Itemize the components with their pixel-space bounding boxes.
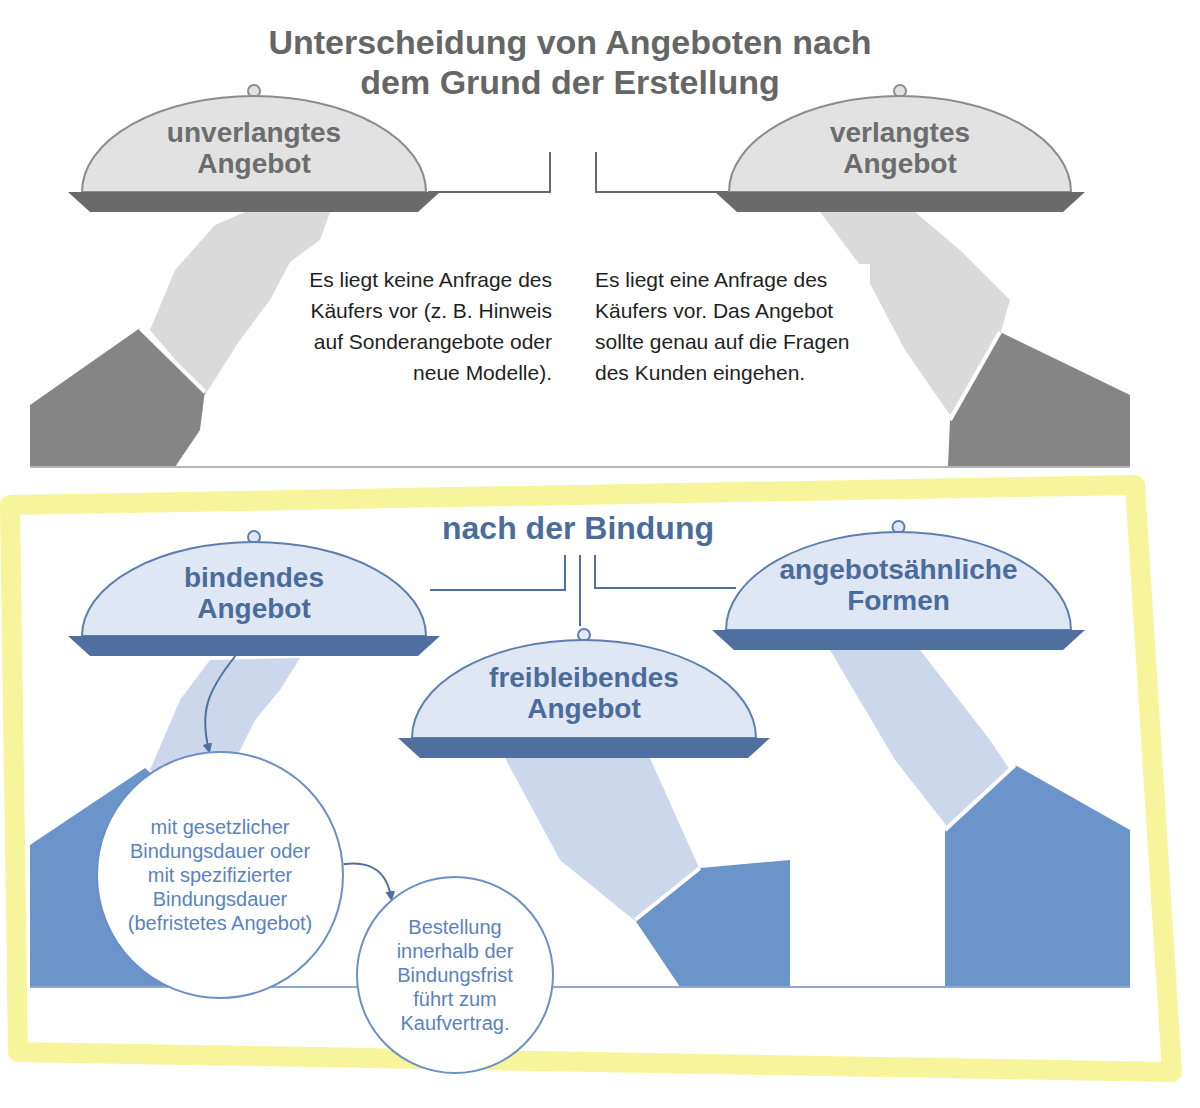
bracket-line [596, 152, 730, 192]
cuff [140, 328, 205, 392]
cloche-plate [712, 630, 1085, 650]
node-text: angebotsähnliche Formen [751, 555, 1046, 617]
text-area: Bestellung innerhalb der Bindungsfrist f… [355, 875, 555, 1075]
node-text: freibleibendes Angebot [459, 663, 709, 725]
cloche-dome [726, 532, 1071, 630]
node-text: verlangtes Angebot [775, 118, 1025, 180]
node-text: bindendes Angebot [129, 563, 379, 625]
cloche-node: unverlangtes Angebot [68, 82, 440, 214]
description-text: Es liegt eine Anfrage des Käufers vor. D… [595, 264, 870, 388]
node-text: mit gesetzlicher Bindungsdauer oder mit … [128, 815, 313, 935]
highlight-frame [10, 485, 1172, 1072]
bracket-line [579, 555, 581, 626]
circle-node: mit gesetzlicher Bindungsdauer oder mit … [95, 750, 345, 1000]
sleeve [635, 860, 790, 987]
bracket-line [430, 555, 565, 590]
circle-outline [97, 752, 343, 998]
cuff [950, 332, 1000, 420]
bracket-line [595, 555, 736, 588]
cloche-node: bindendes Angebot [68, 528, 440, 658]
sleeve [945, 765, 1130, 987]
circle-node: Bestellung innerhalb der Bindungsfrist f… [355, 875, 555, 1075]
cloche-dome [412, 640, 756, 738]
cloche-node: angebotsähnliche Formen [712, 518, 1085, 652]
cloche-node: verlangtes Angebot [715, 82, 1085, 214]
circle-outline [357, 877, 553, 1073]
title: Unterscheidung von Angeboten nach dem Gr… [230, 22, 910, 102]
text-area: angebotsähnliche Formen [712, 542, 1085, 630]
base-line [30, 466, 1130, 468]
cuff [945, 765, 1015, 830]
cloche-dome [82, 96, 426, 192]
cloche-plate [68, 636, 440, 656]
cloche-dome [82, 542, 426, 636]
text-area: freibleibendes Angebot [398, 650, 770, 738]
description-text: Es liegt keine Anfrage des Käufers vor (… [292, 264, 552, 388]
cloche-plate [68, 192, 440, 212]
text-area: unverlangtes Angebot [68, 106, 440, 192]
cloche-plate [715, 192, 1085, 212]
cloche-plate [398, 738, 770, 758]
text-area: verlangtes Angebot [715, 106, 1085, 192]
bracket-line [428, 152, 550, 192]
text-area: bindendes Angebot [68, 552, 440, 636]
sleeve [948, 332, 1130, 467]
cloche-node: freibleibendes Angebot [398, 626, 770, 760]
arrow-connector [205, 656, 235, 751]
sleeve [30, 328, 205, 467]
arrow-connector [344, 863, 392, 899]
section-heading: nach der Bindung [378, 508, 778, 548]
node-text: unverlangtes Angebot [129, 118, 379, 180]
cloche-dome [729, 96, 1071, 192]
node-text: Bestellung innerhalb der Bindungsfrist f… [380, 915, 530, 1035]
text-area: mit gesetzlicher Bindungsdauer oder mit … [95, 750, 345, 1000]
cuff [635, 868, 700, 920]
